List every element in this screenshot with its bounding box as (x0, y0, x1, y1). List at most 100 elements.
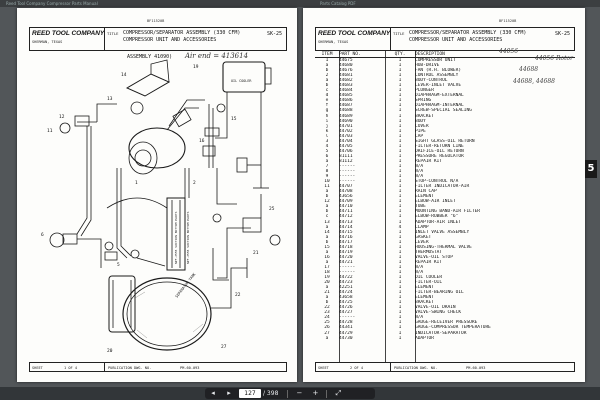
description-cell: GAUGE-COMPRESSOR TEMPERATURE (415, 325, 491, 331)
description-cell: SCREW-SPECIAL SEALING (415, 108, 472, 114)
pdf-nav-controls: ◂ ▸ 127 / 398 − + ⤢ (205, 388, 375, 399)
svg-text:6: 6 (41, 232, 44, 238)
qty-cell: 1 (398, 199, 402, 205)
qty-cell: 1 (398, 315, 402, 321)
item-cell: a (325, 335, 329, 341)
description-cell: VALVE-OIL DRAIN (415, 305, 456, 311)
item-cell: a (325, 224, 329, 230)
description-cell: ADAPTOR (415, 335, 434, 341)
item-cell: 2 (325, 73, 329, 79)
col-item: ITEM (315, 51, 339, 58)
item-cell: 19 (324, 275, 330, 281)
qty-cell: 1 (398, 184, 402, 190)
prev-page-icon[interactable]: ◂ (211, 389, 215, 397)
part-no-cell: 44675 (339, 58, 353, 63)
qty-cell: 1 (398, 153, 402, 159)
item-cell: 1 (325, 58, 329, 63)
item-cell: g (325, 108, 329, 114)
description-cell: DIAPHRAGM-EXTERNAL (415, 93, 464, 99)
item-cell: c (325, 214, 329, 220)
qty-cell: 1 (398, 88, 402, 94)
zoom-out-icon[interactable]: − (296, 389, 303, 397)
part-no-cell: 44718 (339, 244, 353, 250)
part-no-cell: ------ (339, 179, 356, 185)
part-no-cell: ------ (339, 264, 356, 270)
description-cell: GASKET (415, 234, 432, 240)
item-cell: k (325, 128, 329, 134)
callout-19: 19 (193, 64, 199, 70)
svg-text:15: 15 (231, 116, 237, 122)
qty-cell: 1 (398, 108, 402, 114)
description-cell: N/A (415, 269, 424, 275)
part-no-cell: 44705 (339, 143, 353, 149)
svg-text:1: 1 (135, 180, 138, 186)
qty-cell: 1 (398, 249, 402, 255)
part-no-cell: 44712 (339, 214, 353, 220)
zoom-in-icon[interactable]: + (312, 389, 319, 397)
item-cell: 10 (324, 179, 330, 185)
qty-cell: 1 (398, 103, 402, 109)
qty-cell: 1 (398, 275, 402, 281)
description-cell: CAP (415, 133, 424, 139)
description-cell: ADAPTOR-AIR INLET (415, 219, 462, 225)
qty-cell: 1 (398, 295, 402, 301)
section-code: SK-25 (266, 31, 282, 37)
description-cell: FAN (R.H. BLOWER) (415, 68, 462, 74)
description-cell: STOP-CONTROL N/A (415, 179, 459, 185)
description-cell: VALVE-OIL STOP (415, 254, 453, 260)
description-cell: ELBOW-RUBBER "6" (415, 214, 459, 220)
description-cell: INLET VALVE ASSEMBLY (415, 229, 470, 235)
part-no-cell: 81112 (339, 158, 353, 164)
next-page-icon[interactable]: ▸ (227, 389, 231, 397)
footer-sheet-label: SHEET (32, 366, 43, 370)
qty-cell: 1 (398, 320, 402, 326)
col-description: DESCRIPTION (415, 51, 575, 58)
item-cell: 24 (324, 315, 330, 321)
part-no-cell: 44719 (339, 249, 353, 255)
item-cell: l (325, 133, 329, 139)
svg-text:2: 2 (193, 180, 196, 186)
part-no-cell: 44716 (339, 234, 353, 240)
qty-cell: 1 (398, 214, 402, 220)
browser-tab-1[interactable]: Reed Tool Company Compressor Parts Manua… (6, 1, 98, 6)
title-block-right: REED TOOL COMPANY SHERMAN, TEXAS TITLE C… (315, 27, 575, 51)
svg-text:11: 11 (47, 128, 53, 134)
page-number-input[interactable]: 127 (239, 389, 261, 398)
item-cell: 12 (324, 199, 330, 205)
qty-cell: 1 (398, 68, 402, 74)
description-cell: SIGHT GLASS-OIL RETURN (415, 138, 475, 144)
item-cell: 7 (325, 163, 329, 169)
description-cell: BODY-CONTROL (415, 78, 448, 84)
qty-cell: 1 (398, 264, 402, 270)
description-cell: THERMOSTAT (415, 249, 443, 255)
qty-cell: 1 (398, 244, 402, 250)
footer-pub-label: PUBLICATION DWG. NO. (108, 366, 152, 370)
title-label: TITLE (107, 31, 119, 36)
fit-page-icon[interactable]: ⤢ (335, 389, 342, 397)
item-cell: 14 (324, 229, 330, 235)
qty-cell: 1 (398, 78, 402, 84)
section-tab-5[interactable]: 5 (585, 160, 597, 178)
item-cell: c (325, 88, 329, 94)
browser-tab-2[interactable]: Parts Catalog PDF (320, 1, 356, 6)
part-no-cell: 44681 (339, 73, 353, 79)
part-no-cell: 44690 (339, 118, 353, 124)
description-cell: DIAPHRAGM-INTERNAL (415, 103, 464, 109)
description-cell: INDICATOR-SEPARATOR (415, 330, 467, 336)
handwritten-note-2: 44056 Rotor (535, 55, 574, 62)
part-no-cell: 44727 (339, 310, 353, 316)
